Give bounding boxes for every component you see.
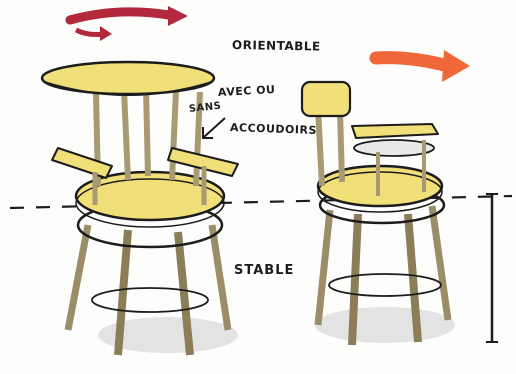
annotation-stable: STABLE: [234, 263, 294, 278]
rotation-arrow-icon: [70, 6, 188, 41]
orientation-arrow-icon: [376, 50, 470, 82]
height-measure-line: [486, 194, 498, 342]
right-chair-orientable: [302, 82, 448, 345]
pointer-arrow-icon: [203, 118, 225, 138]
annotation-orientable: ORIENTABLE: [232, 38, 321, 54]
right-chair-floor-shadow: [315, 307, 455, 343]
